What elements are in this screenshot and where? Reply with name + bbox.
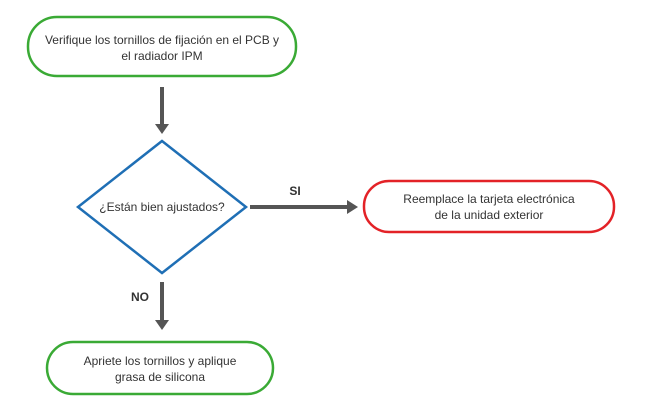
node-verify-line2: el radiador IPM <box>121 49 202 63</box>
node-decision: ¿Están bien ajustados? <box>75 139 249 275</box>
node-verify-line1: Verifique los tornillos de fijación en e… <box>45 33 279 47</box>
edge-label-no: NO <box>131 290 149 304</box>
node-tighten: Apriete los tornillos y aplique grasa de… <box>45 340 275 396</box>
arrow-decision-to-replace <box>250 200 358 214</box>
node-replace-line2: de la unidad exterior <box>435 208 544 222</box>
node-replace-line1: Reemplace la tarjeta electrónica <box>403 192 575 206</box>
node-tighten-line2: grasa de silicona <box>115 370 205 384</box>
node-verify: Verifique los tornillos de fijación en e… <box>26 15 298 78</box>
node-decision-label: ¿Están bien ajustados? <box>99 200 225 214</box>
edge-label-yes: SI <box>289 184 300 198</box>
node-tighten-line1: Apriete los tornillos y aplique <box>84 354 237 368</box>
arrow-verify-to-decision <box>155 87 169 134</box>
node-replace: Reemplace la tarjeta electrónica de la u… <box>362 179 616 234</box>
arrow-decision-to-tighten <box>155 282 169 330</box>
